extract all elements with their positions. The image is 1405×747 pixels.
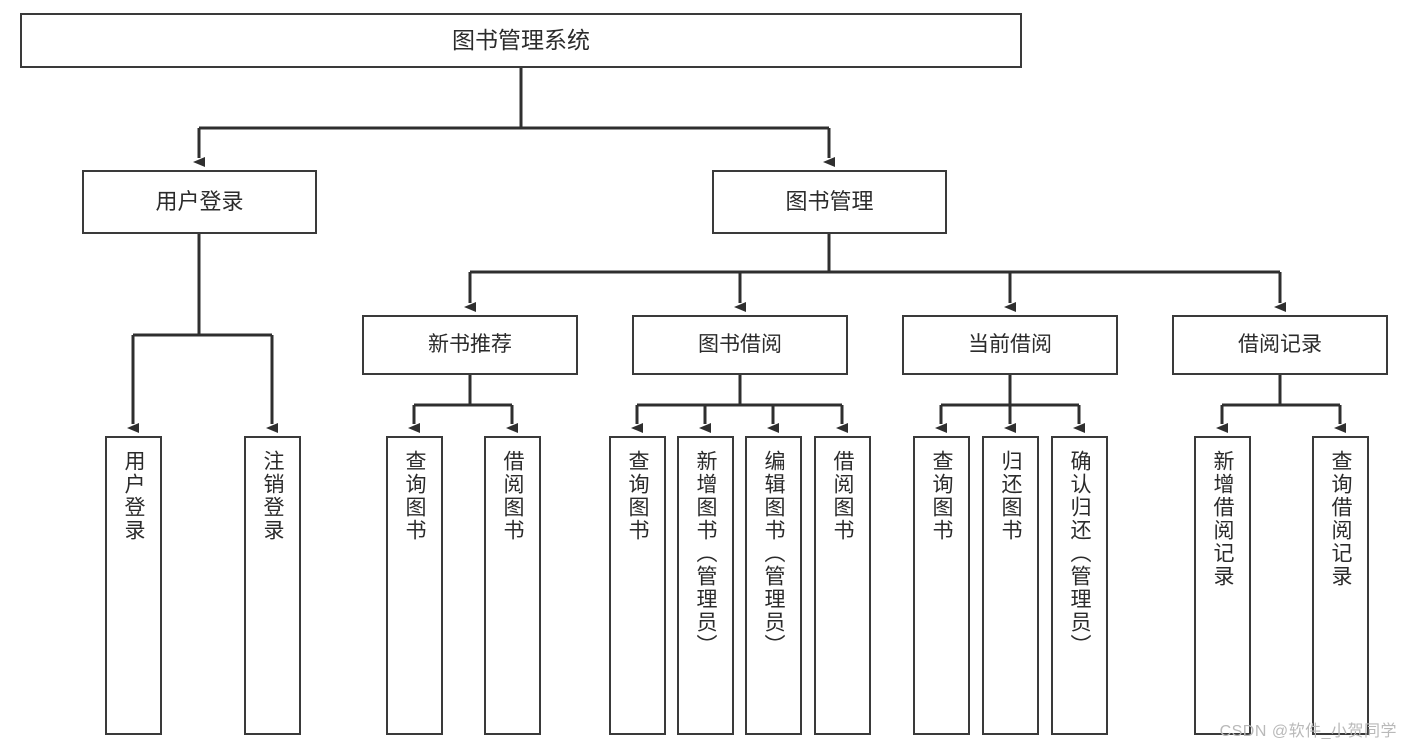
leaf-add-book-admin[interactable]: 新增图书（管理员） [677, 436, 734, 735]
node-label: 确认归还（管理员） [1068, 450, 1091, 657]
leaf-logout[interactable]: 注销登录 [244, 436, 301, 735]
leaf-return-book[interactable]: 归还图书 [982, 436, 1039, 735]
node-label: 查询借阅记录 [1329, 450, 1352, 588]
leaf-borrow-book[interactable]: 借阅图书 [814, 436, 871, 735]
node-current-borrow[interactable]: 当前借阅 [902, 315, 1118, 375]
node-root-system[interactable]: 图书管理系统 [20, 13, 1022, 68]
watermark: CSDN @软件_小贺同学 [1219, 723, 1397, 740]
node-user-login[interactable]: 用户登录 [82, 170, 317, 234]
node-label: 查询图书 [403, 450, 426, 542]
node-label: 查询图书 [626, 450, 649, 542]
node-label: 查询图书 [930, 450, 953, 542]
leaf-confirm-return-admin[interactable]: 确认归还（管理员） [1051, 436, 1108, 735]
leaf-edit-book-admin[interactable]: 编辑图书（管理员） [745, 436, 802, 735]
node-new-book-recommend[interactable]: 新书推荐 [362, 315, 578, 375]
node-book-borrow[interactable]: 图书借阅 [632, 315, 848, 375]
node-label: 图书管理系统 [452, 26, 590, 53]
node-label: 新书推荐 [428, 333, 512, 357]
node-label: 新增图书（管理员） [694, 450, 717, 657]
node-label: 图书借阅 [698, 333, 782, 357]
leaf-user-login[interactable]: 用户登录 [105, 436, 162, 735]
node-label: 借阅记录 [1238, 333, 1322, 357]
leaf-query-borrow-record[interactable]: 查询借阅记录 [1312, 436, 1369, 735]
node-label: 注销登录 [261, 450, 284, 542]
node-label: 新增借阅记录 [1211, 450, 1234, 588]
leaf-query-book-recommend[interactable]: 查询图书 [386, 436, 443, 735]
node-label: 用户登录 [122, 450, 145, 542]
leaf-query-book-borrow[interactable]: 查询图书 [609, 436, 666, 735]
node-label: 图书管理 [785, 188, 874, 214]
leaf-add-borrow-record[interactable]: 新增借阅记录 [1194, 436, 1251, 735]
node-label: 用户登录 [155, 188, 244, 214]
node-borrow-record[interactable]: 借阅记录 [1172, 315, 1388, 375]
node-label: 归还图书 [999, 450, 1022, 542]
node-book-management[interactable]: 图书管理 [712, 170, 947, 234]
leaf-query-book-current[interactable]: 查询图书 [913, 436, 970, 735]
node-label: 借阅图书 [831, 450, 854, 542]
node-label: 当前借阅 [968, 333, 1052, 357]
node-label: 编辑图书（管理员） [762, 450, 785, 657]
node-label: 借阅图书 [501, 450, 524, 542]
leaf-borrow-book-recommend[interactable]: 借阅图书 [484, 436, 541, 735]
